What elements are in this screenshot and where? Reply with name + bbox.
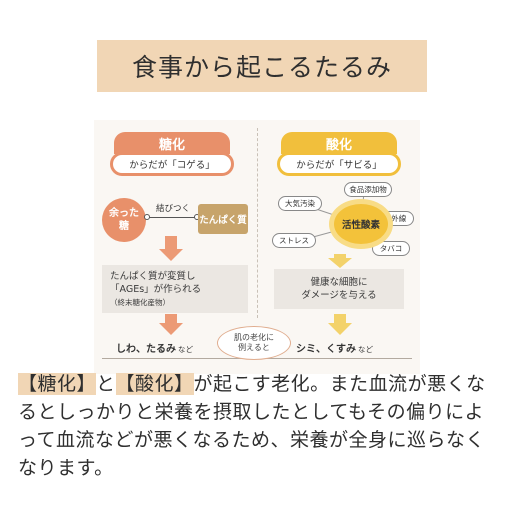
factor-tobacco: タバコ — [372, 241, 410, 256]
factor-stress: ストレス — [272, 233, 316, 248]
ages-line-1: たんぱく質が変質し — [110, 271, 196, 282]
bind-label: 結びつく — [155, 204, 190, 214]
highlight-oxidation: 【酸化】 — [115, 373, 194, 395]
glycation-outcome-suffix: など — [178, 345, 193, 354]
glycation-subtitle: からだが「コゲる」 — [110, 152, 234, 176]
glycation-outcome-text: しわ、たるみ — [116, 344, 176, 355]
bind-connector — [146, 217, 200, 218]
excess-sugar-circle: 余った糖 — [102, 198, 146, 242]
glycation-outcome: しわ、たるみなど — [116, 340, 193, 355]
oval-line-2: 例えると — [238, 343, 270, 352]
damage-line-2: ダメージを与える — [301, 290, 377, 301]
oxidation-subtitle: からだが「サビる」 — [277, 152, 401, 176]
page-title: 食事から起こるたるみ — [131, 53, 392, 82]
title-banner: 食事から起こるたるみ — [97, 40, 427, 92]
glycation-oxidation-diagram: 糖化 からだが「コゲる」 余った糖 結びつく たんぱく質 たんぱく質が変質し 「… — [94, 120, 420, 374]
ages-line-2: 「AGEs」が作られる — [110, 284, 202, 295]
oval-line-1: 肌の老化に — [234, 333, 274, 342]
glycation-heading: 糖化 — [114, 132, 230, 154]
oxidation-outcome-suffix: など — [358, 345, 373, 354]
skin-aging-oval: 肌の老化に 例えると — [217, 326, 291, 360]
protein-box: たんぱく質 — [198, 204, 248, 234]
center-divider — [257, 128, 258, 318]
oxidation-outcome-text: シミ、くすみ — [296, 344, 356, 355]
oxidation-heading: 酸化 — [281, 132, 397, 154]
highlight-glycation: 【糖化】 — [18, 373, 97, 395]
connector-dot — [144, 214, 150, 220]
ages-result-box: たんぱく質が変質し 「AGEs」が作られる （終末糖化産物） — [102, 265, 248, 313]
explanation-paragraph: 【糖化】と【酸化】が起こす老化。また血流が悪くなるとしっかりと栄養を摂取したとし… — [18, 370, 498, 482]
ages-line-3: （終末糖化産物） — [110, 298, 170, 307]
factor-food-additives: 食品添加物 — [344, 182, 392, 197]
body-rest: が起こす老化。また血流が悪くなるとしっかりと栄養を摂取したとしてもその偏りによっ… — [18, 373, 486, 479]
factor-air-pollution: 大気汚染 — [278, 196, 322, 211]
body-conjunction: と — [96, 373, 116, 395]
oxidation-outcome: シミ、くすみなど — [296, 340, 373, 355]
cell-damage-box: 健康な細胞に ダメージを与える — [274, 269, 404, 309]
excess-sugar-label: 余った糖 — [109, 208, 139, 232]
active-oxygen-burst: 活性酸素 — [334, 204, 388, 244]
damage-line-1: 健康な細胞に — [310, 277, 368, 288]
